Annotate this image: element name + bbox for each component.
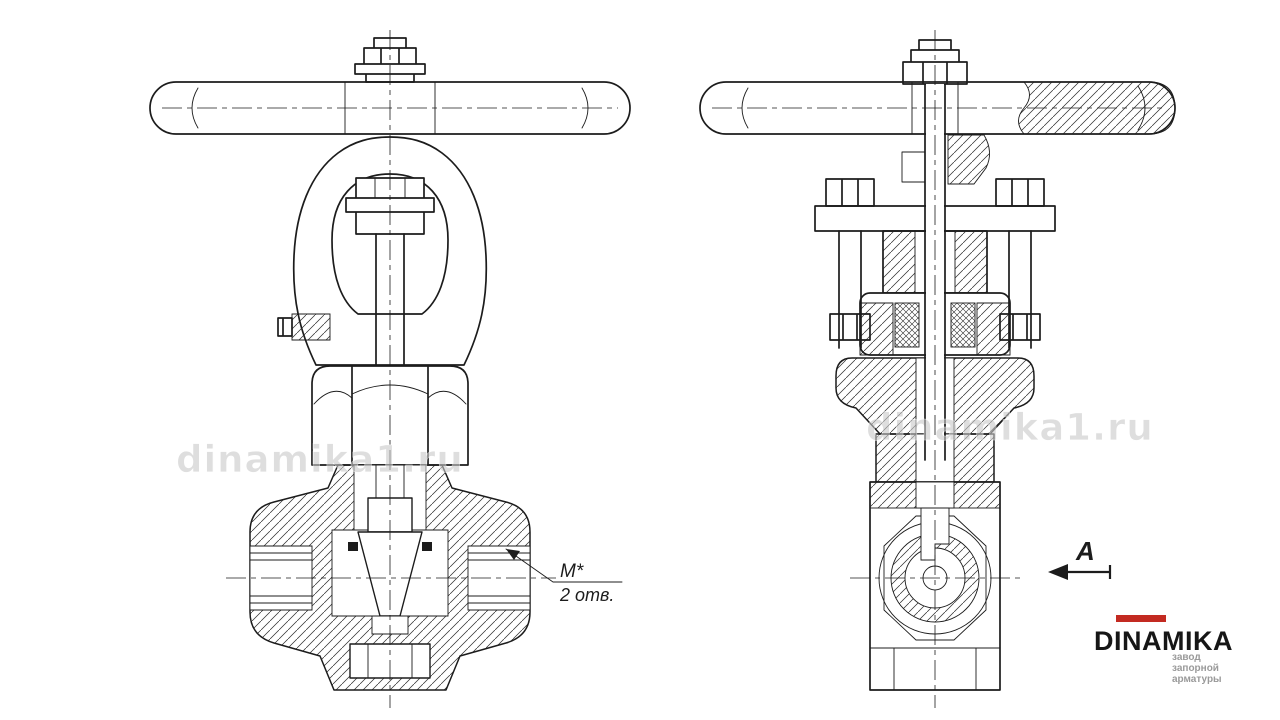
side-handwheel-cut-section bbox=[1018, 81, 1176, 135]
side-body-bottom-lines bbox=[869, 647, 1001, 691]
front-grease-fitting-cap bbox=[277, 317, 293, 337]
watermark-left: dinamika1.ru bbox=[176, 438, 464, 481]
logo-brand-text: DINAMIKA bbox=[1094, 626, 1233, 656]
side-hub-step bbox=[901, 151, 926, 183]
watermark-right: dinamika1.ru bbox=[866, 406, 1154, 449]
front-top-nut bbox=[354, 37, 426, 83]
section-label: A bbox=[1075, 536, 1095, 566]
front-right-port-threads bbox=[467, 552, 531, 604]
brand-logo: DINAMIKA завод запорной арматуры bbox=[1094, 615, 1233, 685]
thread-annotation-leader: M* 2 отв. bbox=[505, 548, 623, 605]
front-gland-facets bbox=[374, 177, 406, 199]
front-grease-fitting bbox=[291, 313, 331, 341]
thread-label: M* bbox=[560, 561, 584, 582]
front-bore-stem-lines bbox=[375, 464, 405, 499]
side-packing-flange-walls bbox=[859, 302, 1011, 356]
front-view: M* 2 отв. bbox=[149, 30, 631, 708]
logo-tagline-line3: арматуры bbox=[1172, 674, 1222, 685]
front-packing-nut-facets bbox=[351, 365, 429, 466]
side-stem-mask bbox=[926, 84, 944, 460]
front-left-port-threads bbox=[249, 552, 313, 604]
front-stem bbox=[375, 233, 405, 366]
logo-tagline-line2: запорной bbox=[1172, 663, 1219, 674]
front-bottom-plug-facets bbox=[367, 643, 413, 679]
side-top-nut bbox=[902, 39, 968, 85]
logo-accent-bar bbox=[1116, 615, 1166, 622]
side-hub-bracket bbox=[947, 134, 990, 185]
side-packing-left bbox=[894, 302, 920, 348]
logo-tagline-line1: завод bbox=[1172, 652, 1201, 663]
side-view: A bbox=[699, 30, 1176, 708]
front-seal-right bbox=[422, 542, 432, 551]
side-bolt-right bbox=[995, 178, 1045, 349]
side-bolt-left bbox=[825, 178, 875, 349]
front-seal-left bbox=[348, 542, 358, 551]
section-arrow: A bbox=[1048, 536, 1112, 580]
side-packing-right bbox=[950, 302, 976, 348]
side-stem bbox=[924, 83, 946, 461]
holes-label: 2 отв. bbox=[559, 585, 614, 605]
